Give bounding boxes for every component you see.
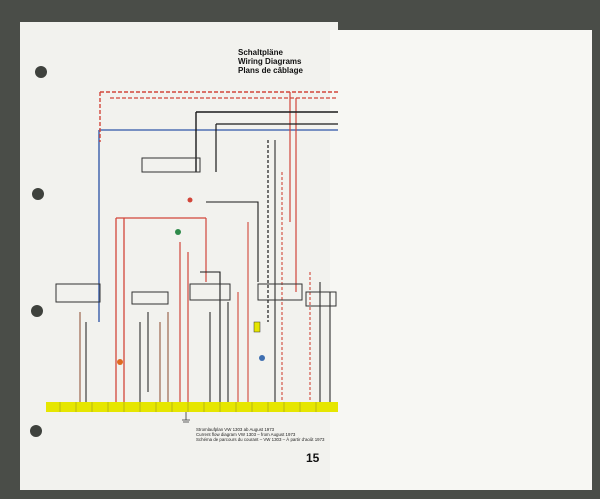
title-english: Wiring Diagrams	[238, 57, 302, 66]
indicator-lamp	[175, 229, 181, 235]
ignition-switch	[141, 157, 201, 173]
punch-hole	[30, 425, 42, 437]
wire-red	[179, 218, 207, 412]
ground-bus	[46, 402, 338, 412]
wire-red-dashed	[281, 172, 311, 412]
diagram-caption: Stromlaufplan VW 1303 ab August 1973 Cur…	[196, 427, 325, 443]
title-block: Schaltpläne Wiring Diagrams Plans de câb…	[238, 48, 338, 75]
wiring-diagram	[46, 91, 338, 423]
wire-red	[115, 217, 206, 412]
fuse	[253, 321, 261, 333]
component-box	[257, 283, 303, 301]
caption-english: Current flow diagram VW 1303 – from Augu…	[196, 432, 296, 438]
indicator-lamp	[259, 355, 265, 361]
punch-hole	[31, 305, 43, 317]
caption-french: Schéma de parcours du courant – VW 1303 …	[196, 437, 325, 443]
wire-brown	[79, 312, 169, 412]
punch-hole	[35, 66, 47, 78]
wire-black	[200, 201, 259, 412]
wire-black	[85, 312, 149, 412]
indicator-lamp	[187, 197, 193, 203]
wire-red	[289, 92, 297, 292]
ground-bus-ticks	[59, 402, 317, 412]
component-box	[305, 291, 337, 307]
caption-german: Stromlaufplan VW 1303 ab August 1973	[196, 427, 275, 432]
punch-hole	[32, 188, 44, 200]
page-number: 15	[306, 451, 320, 465]
component-box	[189, 283, 231, 301]
wire-black	[215, 123, 338, 172]
wire-red	[237, 222, 249, 412]
wire-blue	[98, 129, 338, 322]
indicator-lamp	[117, 359, 123, 365]
wire-black	[319, 282, 331, 412]
wire-black	[209, 302, 229, 412]
title-german: Schaltpläne	[238, 48, 283, 57]
component-box	[131, 291, 169, 305]
wire-red-dashed	[99, 91, 338, 142]
folded-blank-page	[330, 30, 592, 490]
ground-symbol	[182, 412, 190, 423]
component-box	[55, 283, 101, 303]
wire-black	[195, 111, 338, 172]
title-french: Plans de câblage	[238, 66, 303, 75]
